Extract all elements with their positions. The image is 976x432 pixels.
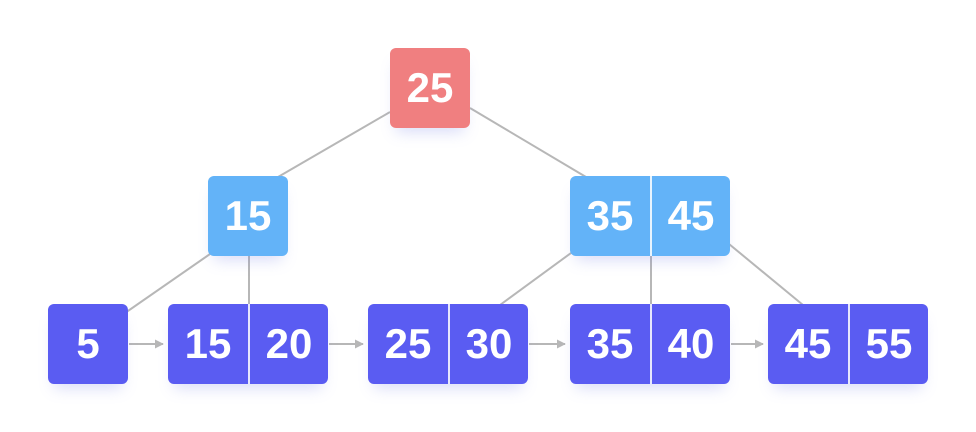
- leaf-node-4: 35 40: [570, 304, 730, 384]
- root-key: 25: [390, 48, 470, 128]
- leaf-4-key-1: 35: [570, 304, 650, 384]
- edge-internal-right-to-leaf-5: [728, 243, 804, 306]
- leaf-2-key-1: 15: [168, 304, 248, 384]
- leaf-4-key-2: 40: [650, 304, 730, 384]
- leaf-3-key-2: 30: [448, 304, 528, 384]
- internal-right-key-2: 45: [650, 176, 730, 256]
- leaf-node-1: 5: [48, 304, 128, 384]
- edge-root-to-internal-right: [469, 107, 587, 178]
- edge-internal-right-to-leaf-3: [499, 252, 572, 306]
- leaf-node-5: 45 55: [768, 304, 928, 384]
- internal-right-key-1: 35: [570, 176, 650, 256]
- leaf-5-key-1: 45: [768, 304, 848, 384]
- edge-internal-left-to-leaf-1: [124, 253, 211, 314]
- edge-root-to-internal-left: [277, 111, 391, 178]
- leaf-1-key-1: 5: [48, 304, 128, 384]
- leaf-3-key-1: 25: [368, 304, 448, 384]
- internal-left-key-1: 15: [208, 176, 288, 256]
- leaf-2-key-2: 20: [248, 304, 328, 384]
- internal-node-right: 35 45: [570, 176, 730, 256]
- internal-node-left: 15: [208, 176, 288, 256]
- leaf-node-2: 15 20: [168, 304, 328, 384]
- root-node: 25: [390, 48, 470, 128]
- leaf-node-3: 25 30: [368, 304, 528, 384]
- leaf-5-key-2: 55: [848, 304, 928, 384]
